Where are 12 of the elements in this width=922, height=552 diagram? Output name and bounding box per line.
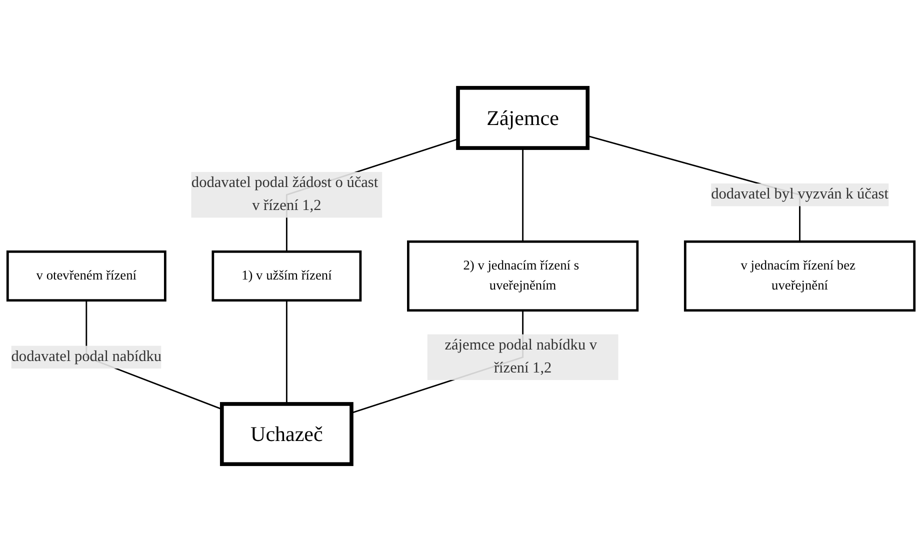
- connector: [286, 300, 288, 404]
- edge-label: dodavatel byl vyzván k účast: [711, 186, 888, 202]
- connector: [522, 148, 524, 242]
- node-box: v otevřeném řízení: [6, 250, 166, 302]
- node-box: v jednacím řízení bez uveřejnění: [684, 240, 916, 312]
- edge-label: dodavatel podal žádost o účast v řízení 1,2: [191, 174, 378, 214]
- node-box: Zájemce: [456, 86, 590, 150]
- node-box: 2) v jednacím řízení s uveřejněním: [407, 240, 639, 312]
- node-box: Uchazeč: [220, 402, 354, 466]
- edge-label: dodavatel podal nabídku: [11, 348, 162, 365]
- edge-label: zájemce podal nabídku v řízení 1,2: [444, 337, 598, 376]
- node-box: 1) v užším řízení: [212, 250, 362, 302]
